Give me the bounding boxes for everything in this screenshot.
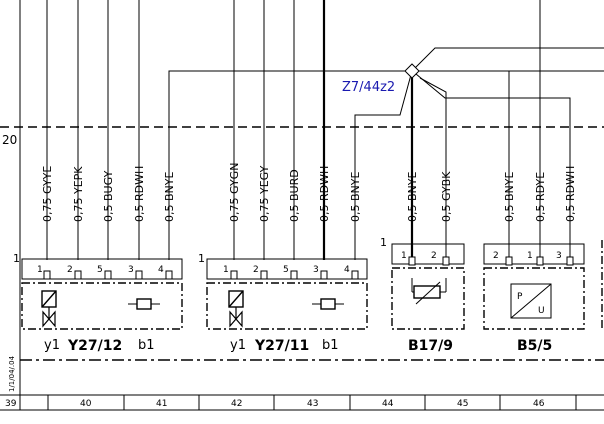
wire-label-w14: 0,5 RDYE <box>534 172 547 222</box>
sensor-symbol-p: P <box>517 292 523 302</box>
wire-label-w4: 0,5 RDWH <box>133 166 146 222</box>
pressure-sensor-diagonal <box>510 283 552 319</box>
wire-label-w1: 0,75 GYYE <box>41 166 54 222</box>
column-number: 42 <box>231 399 242 409</box>
thermistor-icon <box>413 285 441 299</box>
pin-socket <box>165 270 173 280</box>
pin-socket <box>351 270 359 280</box>
pin-socket <box>536 256 544 266</box>
wire-label-w3: 0,5 BUGY <box>102 170 115 222</box>
component-b17-9: 1 1 2 B17/9 <box>380 236 465 354</box>
connector-box <box>21 258 183 280</box>
column-number: 46 <box>533 399 545 409</box>
component-y27-12: 1 1 2 5 3 4 y1 Y27/12 b1 <box>13 252 183 354</box>
component-body <box>483 267 585 330</box>
sub-label-y1: y1 <box>230 338 246 353</box>
component-y27-11: 1 1 2 5 3 4 y1 Y27/11 b1 <box>198 252 368 354</box>
component-body <box>391 267 465 330</box>
corner-num: 1 <box>13 252 20 265</box>
sensor-icon <box>320 298 336 310</box>
column-number: 39 <box>5 399 17 409</box>
component-name: Y27/11 <box>254 338 309 354</box>
node-diamond <box>404 63 420 79</box>
pin-label: 1 <box>401 251 407 261</box>
sub-label-y1: y1 <box>44 338 60 353</box>
pin-label: 1 <box>223 265 229 275</box>
pin-label: 4 <box>344 265 350 275</box>
corner-num: 1 <box>198 252 205 265</box>
valve-icon <box>229 310 243 328</box>
pin-label: 2 <box>67 265 73 275</box>
sub-label-b1: b1 <box>322 338 339 353</box>
column-number: 40 <box>80 399 92 409</box>
pin-socket <box>230 270 238 280</box>
pin-label: 3 <box>556 251 562 261</box>
column-number: 45 <box>457 399 468 409</box>
pin-socket <box>260 270 268 280</box>
connector-box <box>483 243 585 265</box>
wire-node-diag <box>411 47 604 72</box>
component-body <box>21 282 183 330</box>
pin-socket <box>505 256 513 266</box>
component-body <box>206 282 368 330</box>
valve-icon <box>42 310 56 328</box>
wire-label-w15: 0,5 RDWH <box>564 166 577 222</box>
wire-label-w2: 0,75 YEPK <box>72 166 85 222</box>
component-b5-5: 2 1 3 P U B5/5 <box>483 243 585 354</box>
sensor-symbol-u: U <box>538 306 545 316</box>
connector-box <box>391 243 465 265</box>
pin-label: 2 <box>431 251 437 261</box>
wire-label-w6: 0,75 GYGN <box>228 163 241 222</box>
pin-socket <box>566 256 574 266</box>
component-name: B17/9 <box>408 338 453 354</box>
side-label: 20 <box>2 133 17 147</box>
pin-label: 3 <box>128 265 134 275</box>
pin-label: 2 <box>253 265 259 275</box>
valve-coil-slash <box>41 290 57 308</box>
thermistor-arrow <box>415 281 441 305</box>
corner-num: 1 <box>380 236 387 249</box>
component-name: B5/5 <box>517 338 552 354</box>
valve-coil-slash <box>228 290 244 308</box>
pin-socket <box>43 270 51 280</box>
wire-label-w9: 0,5 RDWH <box>318 166 331 222</box>
pin-label: 3 <box>313 265 319 275</box>
column-number: 43 <box>307 399 318 409</box>
connector-box <box>206 258 368 280</box>
edge-note: 1/1/04/.04 <box>8 355 16 392</box>
wire-label-w10: 0,5 BNYE <box>349 172 362 222</box>
wire-labels: 0,75 GYYE 0,75 YEPK 0,5 BUGY 0,5 RDWH 0,… <box>41 163 577 222</box>
wire-label-w12: 0,5 GYBK <box>440 171 453 222</box>
sub-label-b1: b1 <box>138 338 155 353</box>
pin-label: 5 <box>283 265 289 275</box>
column-number: 41 <box>156 399 167 409</box>
pin-socket <box>442 256 450 266</box>
pin-socket <box>408 256 416 266</box>
wire-w13-top <box>412 70 510 190</box>
pin-label: 4 <box>158 265 164 275</box>
pin-socket <box>104 270 112 280</box>
wire-label-w7: 0,75 YEGY <box>258 165 271 222</box>
pin-socket <box>135 270 143 280</box>
pin-socket <box>74 270 82 280</box>
node-label: Z7/44z2 <box>342 80 395 95</box>
pin-label: 2 <box>493 251 499 261</box>
pin-label: 1 <box>37 265 43 275</box>
wire-label-w11: 0,5 BNYE <box>406 172 419 222</box>
pin-label: 1 <box>527 251 533 261</box>
pin-socket <box>290 270 298 280</box>
wire-label-w8: 0,5 BURD <box>288 169 301 222</box>
pin-socket <box>320 270 328 280</box>
component-name: Y27/12 <box>67 338 122 354</box>
column-number: 44 <box>382 399 394 409</box>
wire-label-w13: 0,5 BNYE <box>503 172 516 222</box>
pin-label: 5 <box>97 265 103 275</box>
wire-label-w5: 0,5 BNYE <box>163 172 176 222</box>
sensor-icon <box>136 298 152 310</box>
